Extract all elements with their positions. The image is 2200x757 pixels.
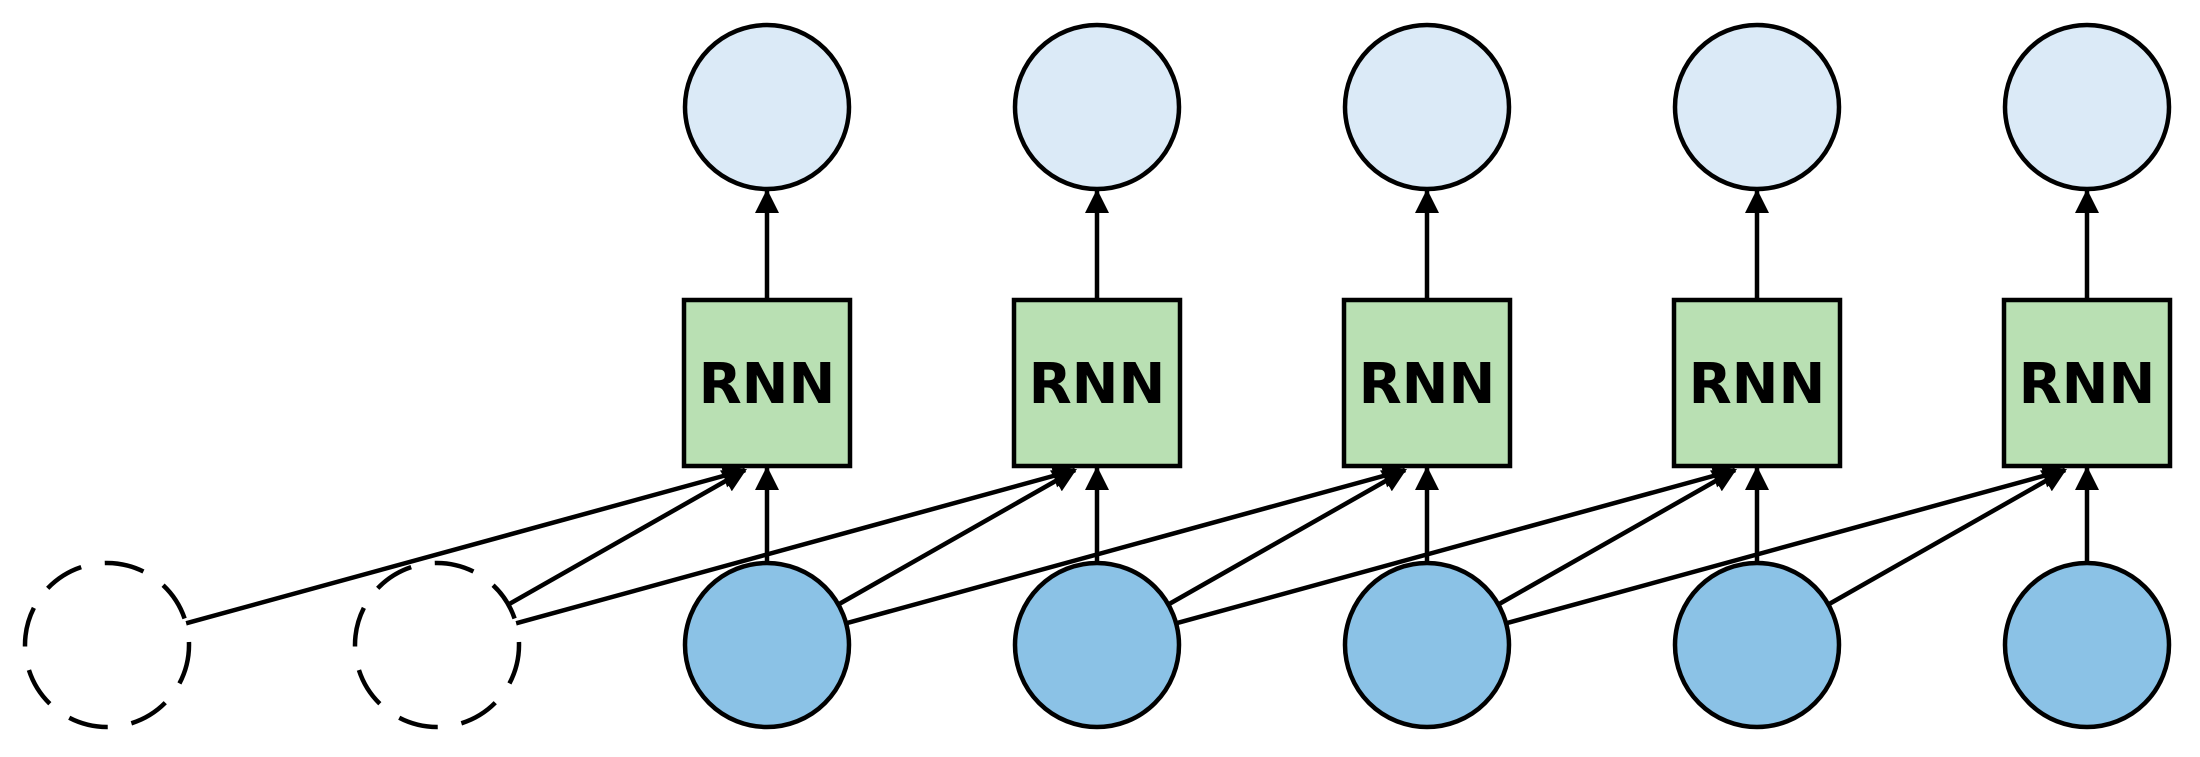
padding-input-node bbox=[352, 560, 522, 730]
output-node bbox=[1342, 22, 1512, 192]
input-node bbox=[682, 560, 852, 730]
output-node bbox=[1672, 22, 1842, 192]
connection-edges bbox=[185, 189, 2099, 626]
rnn-cell-label: RNN bbox=[1029, 352, 1166, 417]
context-edge bbox=[1175, 464, 1737, 626]
input-node bbox=[2002, 560, 2172, 730]
padding-input-node bbox=[22, 560, 192, 730]
context-edge bbox=[1167, 468, 1407, 607]
rnn-cell-box bbox=[681, 297, 853, 469]
output-node bbox=[1012, 22, 1182, 192]
rnn-cells: RNN RNN RNN RNN RNN bbox=[681, 297, 2173, 469]
rnn-cell-box bbox=[1671, 297, 1843, 469]
input-node bbox=[1012, 560, 1182, 730]
context-edge bbox=[837, 468, 1077, 607]
context-edge bbox=[1827, 468, 2067, 607]
output-node bbox=[2002, 22, 2172, 192]
rnn-cell-box bbox=[1341, 297, 1513, 469]
context-edge bbox=[515, 464, 1077, 626]
rnn-cell-label: RNN bbox=[699, 352, 836, 417]
input-node bbox=[1342, 560, 1512, 730]
context-edge bbox=[1505, 464, 2067, 626]
rnn-cell-label: RNN bbox=[1689, 352, 1826, 417]
rnn-cell-box bbox=[2001, 297, 2173, 469]
context-edge bbox=[845, 464, 1407, 626]
rnn-cell-label: RNN bbox=[2019, 352, 2156, 417]
context-edge bbox=[507, 468, 747, 607]
context-edge bbox=[185, 464, 747, 626]
context-edge bbox=[1497, 468, 1737, 607]
input-node bbox=[1672, 560, 1842, 730]
rnn-cell-label: RNN bbox=[1359, 352, 1496, 417]
input-nodes bbox=[22, 560, 2172, 730]
output-node bbox=[682, 22, 852, 192]
output-nodes bbox=[682, 22, 2172, 192]
rnn-cell-box bbox=[1011, 297, 1183, 469]
